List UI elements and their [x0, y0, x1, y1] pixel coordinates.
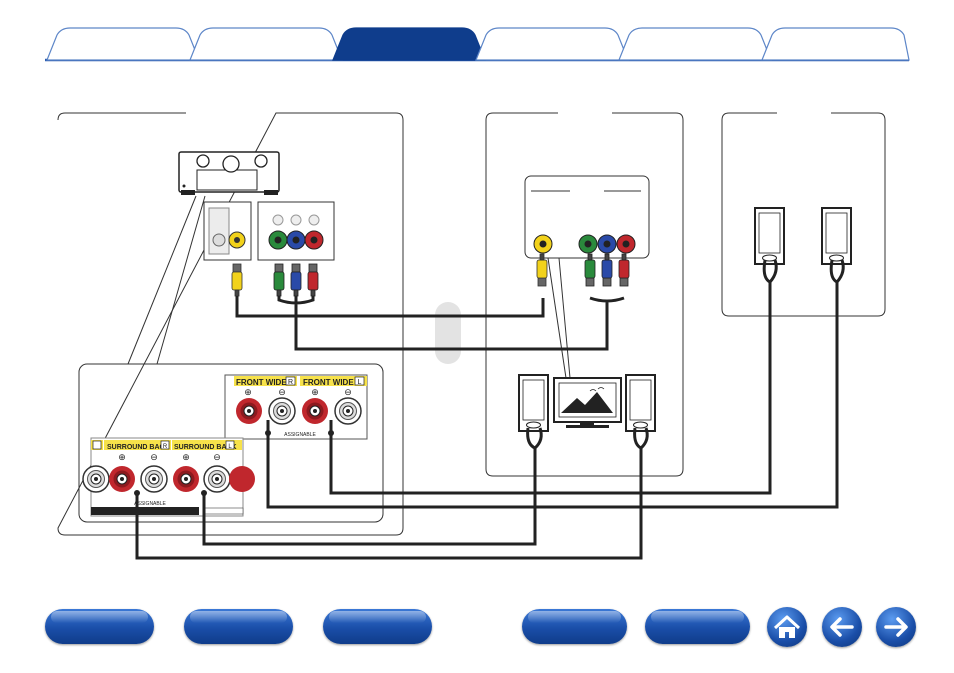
- nav-button-1[interactable]: [45, 609, 154, 644]
- arrow-right-icon: [884, 617, 908, 637]
- minus-sign: ⊖: [344, 387, 352, 397]
- home-icon: [773, 615, 801, 638]
- tab-2[interactable]: [189, 27, 343, 61]
- receiver-video-inputs: [203, 201, 335, 261]
- plus-sign: ⊕: [311, 387, 319, 397]
- receiver-composite-plug: [231, 263, 243, 297]
- minus-sign: ⊖: [150, 452, 158, 462]
- nav-button-2[interactable]: [184, 609, 293, 644]
- speaker-cables: [135, 259, 845, 560]
- forward-button[interactable]: [876, 607, 916, 647]
- cable-ends: [134, 430, 334, 496]
- front-wide-terminals: FRONT WIDE R FRONT WIDE L ⊕ ⊖ ⊕ ⊖ ASSIGN…: [224, 374, 368, 440]
- minus-sign: ⊖: [213, 452, 221, 462]
- tab-1[interactable]: [46, 27, 200, 61]
- tab-3-active[interactable]: [332, 27, 486, 61]
- nav-button-3[interactable]: [323, 609, 432, 644]
- tv-component-plugs: [584, 253, 630, 287]
- front-wide-l-label: FRONT WIDE: [303, 378, 354, 387]
- nav-button-5[interactable]: [645, 609, 750, 644]
- cable-gap-marker: [435, 302, 461, 364]
- surround-back-l-label: SURROUND BACK: [174, 444, 237, 451]
- assignable-label-top: ASSIGNABLE: [284, 432, 316, 438]
- tv-icon: [553, 377, 622, 428]
- back-button[interactable]: [822, 607, 862, 647]
- video-cables: [235, 296, 625, 351]
- front-wide-speaker-panel: [721, 112, 886, 317]
- tab-4[interactable]: [475, 27, 629, 61]
- speaker-front-wide-r-icon: [821, 207, 852, 265]
- tv-panel: [485, 112, 684, 477]
- front-wide-l-badge: L: [358, 379, 362, 386]
- receiver-front: [178, 151, 280, 195]
- surround-back-l-badge: L: [228, 444, 232, 450]
- nav-button-4[interactable]: [522, 609, 627, 644]
- plus-sign: ⊕: [244, 387, 252, 397]
- minus-sign: ⊖: [278, 387, 286, 397]
- receiver-component-plugs: [273, 263, 319, 297]
- plus-sign: ⊕: [182, 452, 190, 462]
- home-button[interactable]: [767, 607, 807, 647]
- arrow-left-icon: [830, 617, 854, 637]
- speaker-terminal-panel: [78, 363, 384, 523]
- speaker-surround-back-l-icon: [518, 374, 549, 432]
- plus-sign: ⊕: [118, 452, 126, 462]
- surround-back-r-badge: R: [163, 444, 168, 450]
- front-wide-r-label: FRONT WIDE: [236, 378, 287, 387]
- tab-5[interactable]: [618, 27, 772, 61]
- speaker-front-wide-l-icon: [754, 207, 785, 265]
- surround-back-r-label: SURROUND BACK: [107, 444, 170, 451]
- speaker-surround-back-r-icon: [625, 374, 656, 432]
- tv-composite-plug: [536, 253, 548, 287]
- receiver-panel: [57, 112, 404, 536]
- surround-back-terminals: SURROUND BACK R SURROUND BACK L ⊕ ⊖ ⊕ ⊖ …: [82, 437, 255, 517]
- tab-bar: [45, 27, 910, 62]
- front-wide-r-badge: R: [288, 379, 293, 386]
- assignable-label-bottom: ASSIGNABLE: [134, 501, 166, 507]
- tab-6[interactable]: [761, 27, 910, 61]
